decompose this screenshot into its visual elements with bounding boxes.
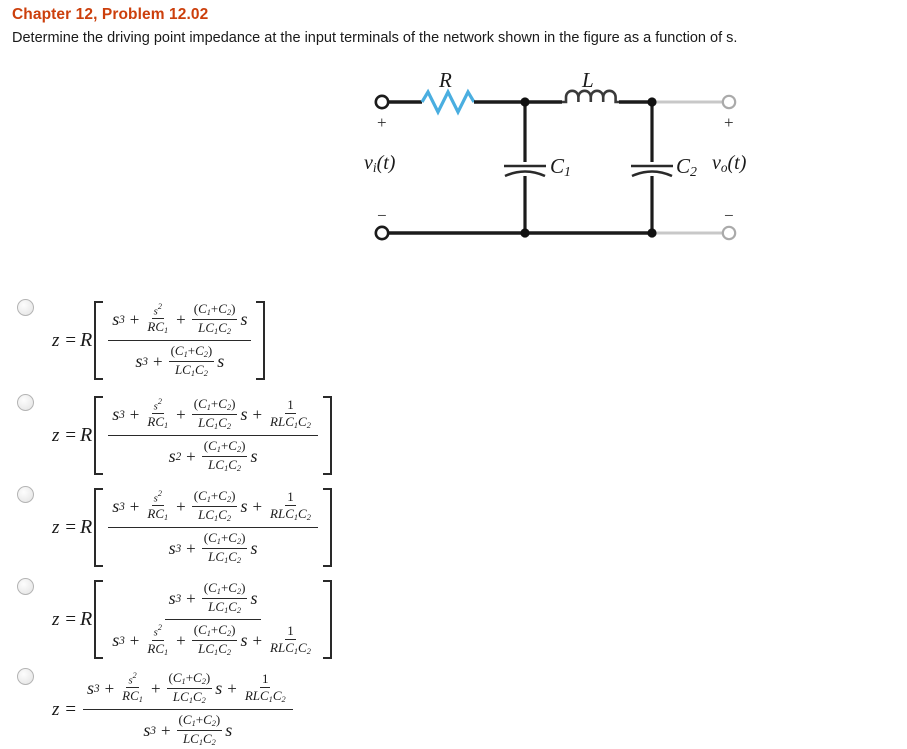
option-3-multiplier: R bbox=[79, 516, 93, 539]
terminal-input-plus bbox=[374, 94, 390, 110]
term-sumC-over-LC1C2: (C1+C2) LC1C2 bbox=[191, 488, 238, 524]
input-voltage-arg: (t) bbox=[376, 152, 396, 174]
term-one-over-RLC1C2: 1 RLC1C2 bbox=[270, 397, 311, 431]
bracket-left bbox=[94, 580, 104, 660]
bracket-left bbox=[94, 488, 104, 568]
junction-dot-top-left bbox=[520, 97, 530, 107]
output-minus-sign: − bbox=[724, 206, 734, 225]
sym-plus: + bbox=[129, 309, 140, 329]
problem-statement: Determine the driving point impedance at… bbox=[12, 30, 738, 46]
input-minus-sign: − bbox=[377, 206, 387, 225]
bracket-left bbox=[94, 301, 104, 381]
term-s2-over-RC1: s2 RC1 bbox=[147, 488, 169, 523]
terminal-output-minus bbox=[721, 225, 737, 241]
capacitor-c1-subscript: 1 bbox=[564, 164, 571, 180]
term-sumC-over-LC1C2: (C1+C2) LC1C2 bbox=[166, 670, 213, 706]
capacitor-c2-subscript: 2 bbox=[690, 164, 697, 180]
radio-option-2[interactable] bbox=[17, 394, 34, 411]
option-5-lhs: z = bbox=[52, 698, 77, 720]
capacitor-c2-label: C2 bbox=[676, 154, 697, 180]
terminal-output-plus bbox=[721, 94, 737, 110]
capacitor-c1-label: C1 bbox=[550, 154, 571, 180]
capacitor-c2-plate-bottom bbox=[631, 170, 673, 178]
junction-dot-bottom-right bbox=[647, 228, 657, 238]
term-sumC-over-LC1C2: (C1+C2) LC1C2 bbox=[201, 580, 248, 616]
capacitor-c1-letter: C bbox=[550, 154, 565, 178]
option-4-lhs: z = bbox=[52, 608, 77, 630]
output-voltage-letter: v bbox=[712, 152, 721, 174]
circuit-diagram: R L C1 C2 vi(t) vo(t) + − + − bbox=[360, 66, 780, 251]
term-s2-over-RC1: s2 RC1 bbox=[147, 396, 169, 431]
option-2-lhs: z = bbox=[52, 424, 77, 446]
term-sumC-over-LC1C2: (C1+C2) LC1C2 bbox=[191, 396, 238, 432]
radio-option-4[interactable] bbox=[17, 578, 34, 595]
capacitor-c1-plate-bottom bbox=[504, 170, 546, 178]
sym-exp3: 3 bbox=[119, 313, 125, 326]
option-4-multiplier: R bbox=[79, 608, 93, 631]
bracket-right bbox=[322, 488, 332, 568]
output-voltage-label: vo(t) bbox=[712, 152, 746, 176]
radio-option-3[interactable] bbox=[17, 486, 34, 503]
resistor-label: R bbox=[439, 68, 452, 92]
output-plus-sign: + bbox=[724, 113, 734, 132]
terminal-input-minus bbox=[374, 225, 390, 241]
output-voltage-subscript: o bbox=[720, 159, 728, 175]
input-voltage-letter: v bbox=[364, 152, 373, 174]
bracket-right bbox=[322, 396, 332, 476]
term-s2-over-RC1: s2 RC1 bbox=[122, 670, 143, 705]
input-plus-sign: + bbox=[377, 113, 387, 132]
inductor-label: L bbox=[582, 68, 594, 92]
input-voltage-subscript: i bbox=[372, 159, 377, 175]
bracket-right bbox=[256, 301, 266, 381]
radio-option-5[interactable] bbox=[17, 668, 34, 685]
bracket-left bbox=[94, 396, 104, 476]
capacitor-c2-letter: C bbox=[676, 154, 691, 178]
term-s2-over-RC1: s2 RC1 bbox=[147, 301, 169, 336]
circuit-svg bbox=[374, 88, 737, 241]
term-one-over-RLC1C2: 1 RLC1C2 bbox=[270, 489, 311, 523]
option-3-lhs: z = bbox=[52, 516, 77, 538]
bracket-right bbox=[322, 580, 332, 660]
option-1-multiplier: R bbox=[79, 329, 93, 352]
sym-s: s bbox=[112, 309, 120, 330]
inductor-symbol bbox=[562, 89, 619, 104]
problem-header: Chapter 12, Problem 12.02 Determine the … bbox=[12, 6, 892, 47]
input-voltage-label: vi(t) bbox=[364, 152, 395, 176]
option-2-multiplier: R bbox=[79, 424, 93, 447]
term-s2-over-RC1: s2 RC1 bbox=[147, 622, 169, 657]
junction-dot-bottom-left bbox=[520, 228, 530, 238]
page-title: Chapter 12, Problem 12.02 bbox=[12, 6, 209, 23]
option-1-lhs: z = bbox=[52, 329, 77, 351]
resistor-symbol bbox=[420, 88, 476, 116]
radio-option-1[interactable] bbox=[17, 299, 34, 316]
term-sumC-over-LC1C2: (C1+C2) LC1C2 bbox=[191, 301, 238, 337]
junction-dot-top-right bbox=[647, 97, 657, 107]
term-one-over-RLC1C2: 1 RLC1C2 bbox=[244, 671, 286, 705]
output-voltage-arg: (t) bbox=[727, 152, 747, 174]
term-one-over-RLC1C2: 1 RLC1C2 bbox=[270, 623, 311, 657]
